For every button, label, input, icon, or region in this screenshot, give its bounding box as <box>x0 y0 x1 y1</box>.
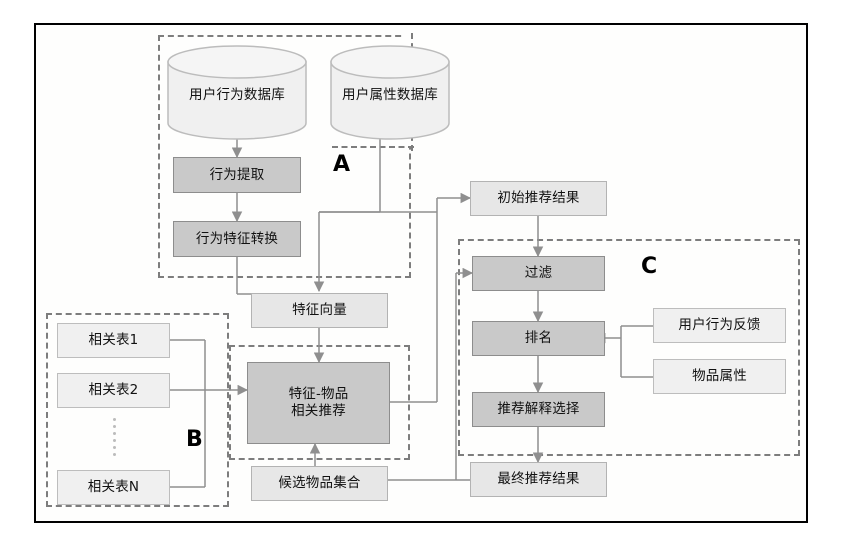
node-relation-table-1: 相关表1 <box>57 323 170 358</box>
node-initial-recommend-result: 初始推荐结果 <box>470 181 607 216</box>
node-user-behavior-feedback: 用户行为反馈 <box>653 308 786 343</box>
node-behavior-extract: 行为提取 <box>173 157 301 193</box>
vertical-ellipsis <box>112 418 116 456</box>
group-box-c <box>458 239 800 456</box>
node-final-recommend-result: 最终推荐结果 <box>470 462 607 497</box>
group-box-a-notch-top <box>332 146 414 148</box>
node-ranking: 排名 <box>472 321 605 356</box>
node-user-behavior-db: 用户行为数据库 <box>189 87 285 103</box>
node-relation-table-2: 相关表2 <box>57 373 170 408</box>
node-relation-table-n: 相关表N <box>57 470 170 505</box>
group-box-b <box>46 313 229 507</box>
node-candidate-item-set: 候选物品集合 <box>251 466 388 501</box>
group-label-c: C <box>641 254 658 279</box>
node-feature-item-recommend-line1: 特征-物品 <box>288 386 349 403</box>
group-box-a <box>158 35 411 278</box>
node-behavior-feature-transform: 行为特征转换 <box>173 221 301 257</box>
node-user-profile-db: 用户属性数据库 <box>342 87 438 103</box>
node-filter: 过滤 <box>472 256 605 291</box>
group-label-b: B <box>186 427 203 452</box>
node-feature-item-recommend-line2: 相关推荐 <box>291 403 346 419</box>
group-label-a: A <box>333 152 351 177</box>
node-recommend-explanation-select: 推荐解释选择 <box>472 392 605 427</box>
node-feature-item-recommend: 特征-物品 相关推荐 <box>247 362 390 444</box>
node-item-attributes: 物品属性 <box>653 359 786 394</box>
node-feature-vector: 特征向量 <box>251 293 388 328</box>
